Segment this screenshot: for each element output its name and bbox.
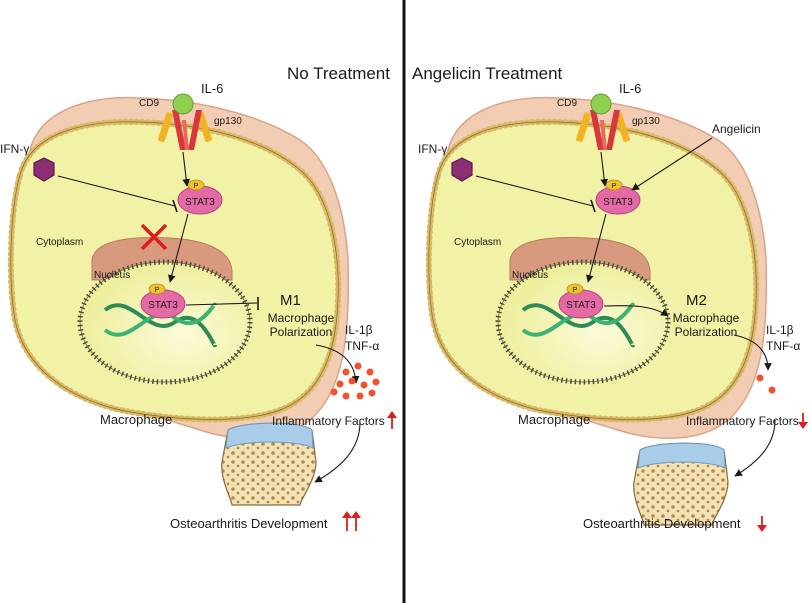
arrow-stat3-to-nucleus (586, 213, 607, 283)
polarization-type-label: M1 (280, 292, 301, 309)
arrow-to-factors (733, 334, 772, 371)
ifn-gamma-icon (451, 157, 473, 182)
stat3-nucleus-label: STAT3 (148, 300, 178, 311)
phospho-label: P (194, 183, 199, 190)
stat3-nucleus-label: STAT3 (566, 300, 596, 311)
nucleus (495, 237, 671, 385)
dna-helix (103, 302, 217, 348)
cd9-label: CD9 (139, 98, 159, 109)
dna-helix (521, 302, 635, 348)
nucleus-label: Nucleus (512, 270, 548, 281)
polarization-line2: Polarization (675, 325, 738, 339)
stat3-cytoplasm (595, 179, 641, 215)
ifn-gamma-icon (33, 157, 55, 182)
il6-label: IL-6 (619, 81, 641, 96)
inflammatory-dots (330, 362, 380, 400)
ifn-inhibition-bar (590, 199, 596, 213)
il6-ligand (172, 93, 194, 115)
arrow-to-cartilage (734, 419, 776, 477)
inflammatory-label: Inflammatory Factors (686, 414, 799, 428)
inflammatory-label: Inflammatory Factors (272, 414, 385, 428)
arrow-stat3-to-nucleus (168, 213, 189, 283)
inflammatory-dots (756, 374, 776, 394)
panel-no-treatment: No Treatment IL-6 CD9 gp130 IFN-γ STAT3 … (0, 64, 397, 531)
nucleus-label: Nucleus (94, 270, 130, 281)
polarization-line2: Polarization (270, 325, 333, 339)
il6-ligand (590, 93, 612, 115)
cell-membrane (10, 121, 339, 420)
polarization-line1: Macrophage (268, 311, 335, 325)
arrow-angelicin-to-stat3 (631, 137, 713, 191)
panel-title: Angelicin Treatment (412, 64, 563, 83)
ifn-inhibition-line (475, 175, 594, 207)
cytoplasm-label: Cytoplasm (454, 237, 501, 248)
outcome-label: Osteoarthritis Development (583, 516, 741, 531)
ifn-inhibition-line (57, 175, 176, 207)
stat3-label: STAT3 (603, 197, 633, 208)
stat3-cytoplasm (177, 179, 223, 215)
blocked-cross-icon (140, 223, 168, 251)
polarization-line1: Macrophage (673, 311, 740, 325)
stat3-nucleus (140, 283, 186, 319)
cell-label: Macrophage (100, 412, 172, 427)
outcome-double-up-arrow (342, 511, 361, 531)
ifn-inhibition-bar (172, 199, 178, 213)
receptor-complex (158, 110, 212, 150)
ifn-label: IFN-γ (418, 142, 447, 156)
gp130-label: gp130 (632, 116, 660, 127)
factor1-label: IL-1β (345, 323, 373, 337)
stat3-inhibits-m1-line (185, 302, 258, 306)
joint-bone (633, 442, 729, 526)
outcome-label: Osteoarthritis Development (170, 516, 328, 531)
cell-label: Macrophage (518, 412, 590, 427)
angelicin-label: Angelicin (712, 122, 761, 136)
inflammatory-up-arrow (387, 411, 397, 429)
arrow-to-cartilage (314, 421, 361, 483)
stat3-nucleus (558, 283, 604, 319)
panel-angelicin-treatment: Angelicin Treatment IL-6 CD9 gp130 Angel… (412, 64, 808, 532)
factor2-label: TNF-α (766, 339, 800, 353)
outcome-down-arrow (757, 516, 767, 532)
arrow-to-factors (315, 344, 360, 384)
joint-bone (221, 422, 317, 506)
phospho-label: P (612, 183, 617, 190)
phospho-nucleus-label: P (573, 287, 578, 294)
nucleus (77, 237, 253, 385)
arrow-receptor-to-stat3 (600, 151, 609, 187)
factor2-label: TNF-α (345, 339, 379, 353)
receptor-complex (576, 110, 630, 150)
il6-label: IL-6 (201, 81, 223, 96)
phospho-nucleus-label: P (155, 287, 160, 294)
gp130-label: gp130 (214, 116, 242, 127)
inflammatory-down-arrow (798, 413, 808, 429)
arrow-receptor-to-stat3 (182, 151, 191, 187)
panel-title: No Treatment (287, 64, 390, 83)
stat3-label: STAT3 (185, 197, 215, 208)
cell-membrane (428, 121, 757, 420)
cytoplasm-label: Cytoplasm (36, 237, 83, 248)
arrow-stat3-to-m2 (603, 305, 669, 317)
polarization-type-label: M2 (686, 292, 707, 309)
cd9-label: CD9 (557, 98, 577, 109)
ifn-label: IFN-γ (0, 142, 29, 156)
factor1-label: IL-1β (766, 323, 794, 337)
